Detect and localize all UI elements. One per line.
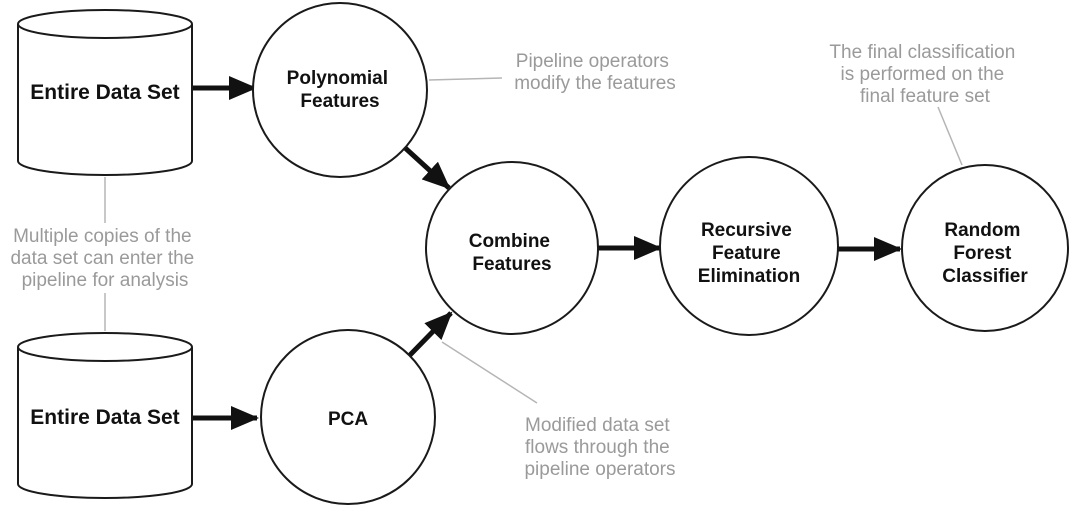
datastore-bottom-label: Entire Data Set: [30, 406, 179, 429]
node-recursive-feature-elimination-label: Recursive Feature Elimination: [698, 220, 800, 287]
datastore-top-label: Entire Data Set: [30, 81, 179, 104]
node-recursive-feature-elimination-circle: [659, 156, 839, 336]
datastore-top-body: [17, 24, 193, 176]
node-combine-features-circle: [425, 161, 599, 335]
node-polynomial-features: Polynomial Features: [252, 2, 428, 178]
node-recursive-feature-elimination: Recursive Feature Elimination: [659, 156, 839, 336]
annotation-multiple-copies: Multiple copies of the data set can ente…: [10, 226, 199, 291]
flow-arrows: [192, 76, 902, 430]
arrow-polynomial-to-combine: [401, 144, 451, 190]
node-combine-features-label: Combine Features: [469, 231, 556, 275]
annotation-pipeline-operators: Pipeline operators modify the features: [514, 51, 676, 94]
node-random-forest-classifier-label: Random Forest Classifier: [942, 220, 1028, 287]
annotation-final-classification: The final classification is performed on…: [829, 42, 1020, 107]
node-combine-features: Combine Features: [425, 161, 599, 335]
connector-arrow-to-note: [441, 341, 538, 404]
node-pca-label: PCA: [328, 409, 368, 430]
annotation-modified-data-set: Modified data set flows through the pipe…: [524, 415, 675, 480]
datastore-top-lid: [17, 9, 193, 39]
node-polynomial-features-circle: [252, 2, 428, 178]
node-polynomial-features-label: Polynomial Features: [287, 68, 394, 112]
node-random-forest-classifier: Random Forest Classifier: [901, 164, 1069, 332]
node-random-forest-classifier-circle: [901, 164, 1069, 332]
node-pca: PCA: [260, 329, 436, 505]
datastore-top: Entire Data Set: [17, 9, 193, 176]
datastore-bottom-lid: [17, 332, 193, 362]
datastore-bottom: Entire Data Set: [17, 332, 193, 499]
arrow-pca-to-combine: [408, 311, 453, 357]
connector-polynomial-to-note: [428, 77, 503, 81]
connector-note-to-random-forest: [937, 106, 963, 166]
datastore-bottom-body: [17, 347, 193, 499]
annotation-connectors: [104, 77, 963, 404]
node-pca-circle: [260, 329, 436, 505]
